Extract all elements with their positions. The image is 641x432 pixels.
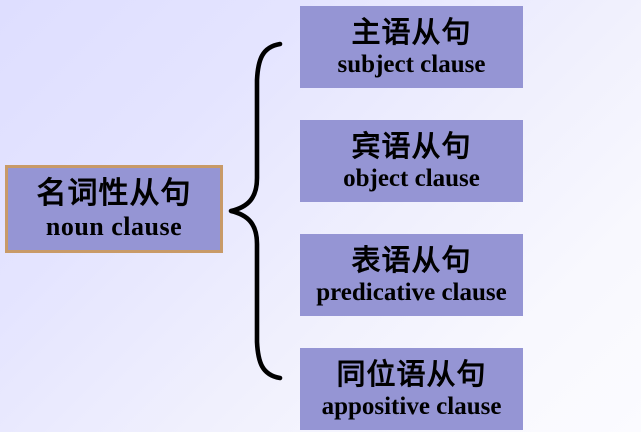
curly-brace-connector (228, 41, 283, 381)
branch-node-english-label: predicative clause (316, 278, 507, 306)
root-node-english-label: noun clause (45, 211, 183, 241)
branch-node-predicative-clause: 表语从句 predicative clause (300, 234, 523, 316)
branch-node-english-label: subject clause (337, 50, 486, 78)
root-node-chinese-label: 名词性从句 (36, 175, 192, 211)
branch-node-object-clause: 宾语从句 object clause (300, 120, 523, 202)
branch-node-appositive-clause: 同位语从句 appositive clause (300, 348, 523, 430)
branch-node-chinese-label: 表语从句 (351, 242, 472, 277)
branch-node-chinese-label: 同位语从句 (336, 356, 487, 391)
branch-node-chinese-label: 主语从句 (351, 14, 472, 49)
branch-node-subject-clause: 主语从句 subject clause (300, 6, 523, 88)
branch-node-english-label: appositive clause (321, 392, 502, 420)
branch-node-chinese-label: 宾语从句 (351, 128, 472, 163)
root-node-noun-clause: 名词性从句 noun clause (5, 165, 223, 253)
branch-node-english-label: object clause (343, 164, 480, 192)
